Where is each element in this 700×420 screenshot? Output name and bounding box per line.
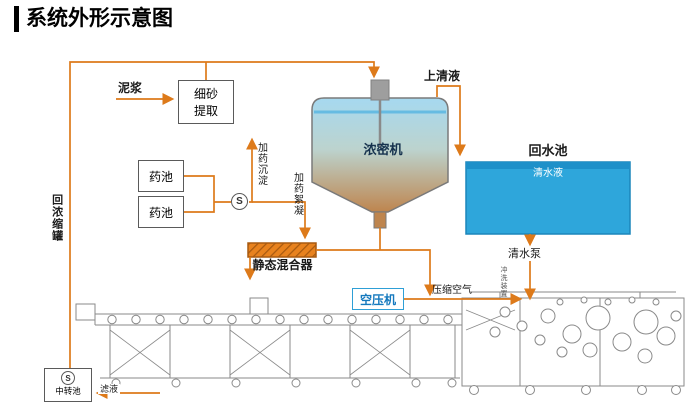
return-pool-label: 回水池 [528, 143, 568, 158]
conveyor-rollers [107, 314, 453, 325]
press-wheels [469, 385, 681, 395]
fine-sand-extraction-box: 细砂 提取 [178, 80, 234, 124]
page-title: 系统外形示意图 [14, 6, 173, 32]
return-water-tank [465, 161, 631, 235]
thickener-tank [311, 79, 449, 229]
flow-mixer-to-press [316, 249, 436, 297]
air-compressor-box: 空压机 [352, 288, 404, 310]
thickener-label: 浓密机 [363, 142, 403, 157]
fine-sand-extraction-line2: 提取 [193, 104, 218, 118]
return-concentration-tank-label: 回浓缩罐 [50, 194, 63, 242]
flow-supernatant [436, 85, 466, 157]
flow-return-to-thickener [69, 61, 380, 368]
air-compressor-label: 空压机 [359, 292, 396, 307]
supernatant-label: 上清液 [424, 69, 461, 83]
flow-dosing-sedimentation [246, 137, 258, 203]
medicine-pool-1-box: 药池 [138, 160, 184, 192]
medicine-pool-2-box: 药池 [138, 196, 184, 228]
compressed-air-label: 压缩空气 [432, 285, 472, 296]
transfer-pool-label: 中转池 [55, 386, 81, 396]
filtrate-label: 滤液 [98, 384, 121, 395]
static-mixer-label: 静态混合器 [252, 258, 313, 272]
flow-lines [69, 61, 536, 399]
press-rollers [489, 296, 682, 364]
conveyor-wheels [111, 378, 457, 388]
flow-dosing-flocculation [252, 201, 311, 240]
conveyor-legs [100, 325, 460, 379]
flushing-device-label: 冲洗装置 [500, 266, 508, 298]
transfer-pool-box: S 中转池 [44, 368, 92, 402]
clear-water-label: 清水液 [533, 168, 563, 179]
medicine-pool-2-label: 药池 [148, 205, 173, 220]
medicine-pool-1-label: 药池 [148, 169, 173, 184]
clear-water-pump-label: 清水泵 [506, 248, 543, 261]
static-mixer-shape [247, 242, 317, 258]
belt-filter-press [75, 291, 685, 395]
fine-sand-extraction-line1: 细砂 [193, 87, 218, 101]
dosing-sedimentation-label: 加药沉淀 [255, 142, 267, 186]
transfer-pump-icon: S [61, 371, 75, 385]
dosing-pump-icon: S [231, 193, 248, 210]
flow-medicine-bus [184, 175, 215, 213]
mud-label: 泥浆 [118, 81, 143, 95]
dosing-flocculation-label: 加药絮凝 [291, 172, 303, 216]
